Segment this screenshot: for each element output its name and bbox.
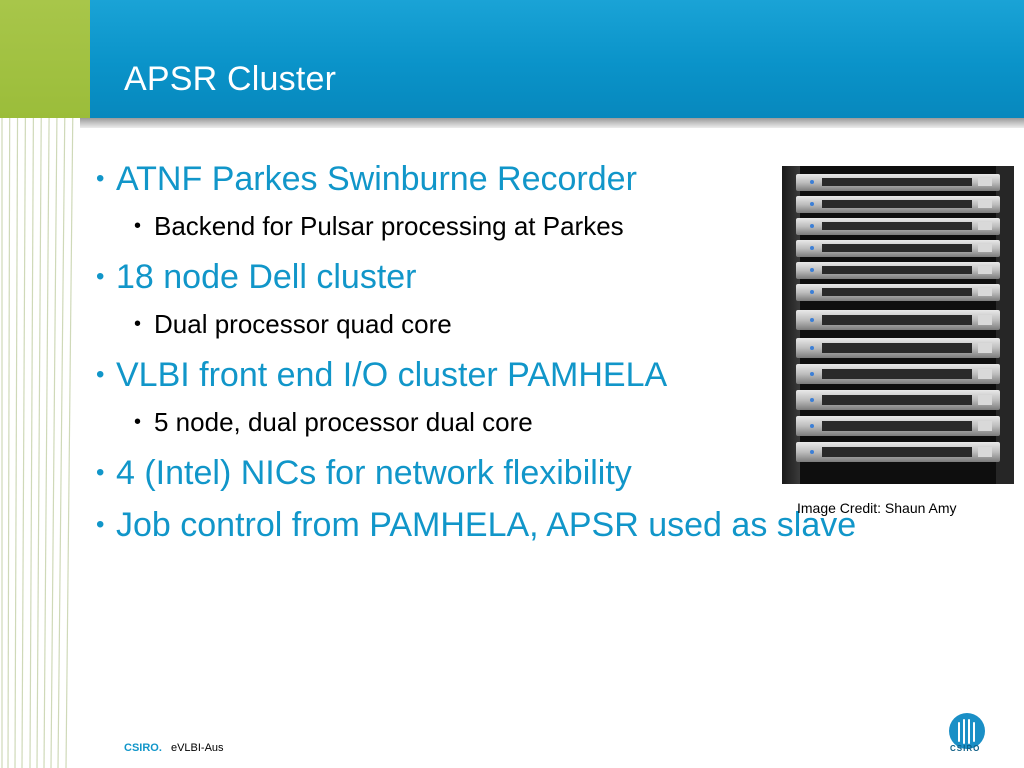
sub-bullet-item: • Dual processor quad core xyxy=(134,308,916,340)
header-band xyxy=(90,0,1024,118)
bullet-icon: • xyxy=(134,313,142,335)
server-rack-illustration xyxy=(782,166,1014,484)
sub-bullet-item: • Backend for Pulsar processing at Parke… xyxy=(134,210,916,242)
footer-text: eVLBI-Aus xyxy=(170,742,224,754)
bullet-item: • 4 (Intel) NICs for network flexibility xyxy=(96,452,916,494)
bullet-text: VLBI front end I/O cluster PAMHELA xyxy=(116,356,668,394)
bullet-icon: • xyxy=(134,215,142,237)
bullet-item: • 18 node Dell cluster xyxy=(96,256,916,298)
bullet-icon: • xyxy=(96,263,105,290)
sub-bullet-text: Backend for Pulsar processing at Parkes xyxy=(154,211,624,241)
bullet-icon: • xyxy=(134,411,142,433)
bullet-list: • ATNF Parkes Swinburne Recorder • Backe… xyxy=(96,158,916,556)
sub-bullet-text: Dual processor quad core xyxy=(154,309,452,339)
footer: CSIRO. eVLBI-Aus xyxy=(124,742,224,754)
bullet-icon: • xyxy=(96,165,105,192)
bullet-icon: • xyxy=(96,459,105,486)
bullet-item: • ATNF Parkes Swinburne Recorder xyxy=(96,158,916,200)
sub-bullet-item: • 5 node, dual processor dual core xyxy=(134,406,916,438)
bullet-item: • Job control from PAMHELA, APSR used as… xyxy=(96,504,906,546)
header-divider xyxy=(80,118,1024,128)
bullet-text: Job control from PAMHELA, APSR used as s… xyxy=(116,506,857,544)
decorative-stripes xyxy=(1,0,75,768)
image-caption: Image Credit: Shaun Amy xyxy=(797,500,957,516)
bullet-item: • VLBI front end I/O cluster PAMHELA xyxy=(96,354,916,396)
accent-block xyxy=(0,0,90,118)
slide-title: APSR Cluster xyxy=(124,60,337,98)
footer-brand: CSIRO. xyxy=(124,742,162,754)
server-rack-image xyxy=(782,166,1014,484)
logo-label: CSIRO xyxy=(950,744,981,753)
bullet-text: 4 (Intel) NICs for network flexibility xyxy=(116,454,632,492)
bullet-icon: • xyxy=(96,361,105,388)
csiro-logo-icon xyxy=(949,713,985,749)
bullet-text: 18 node Dell cluster xyxy=(116,258,417,296)
bullet-text: ATNF Parkes Swinburne Recorder xyxy=(116,160,637,198)
sub-bullet-text: 5 node, dual processor dual core xyxy=(154,407,533,437)
bullet-icon: • xyxy=(96,511,105,538)
